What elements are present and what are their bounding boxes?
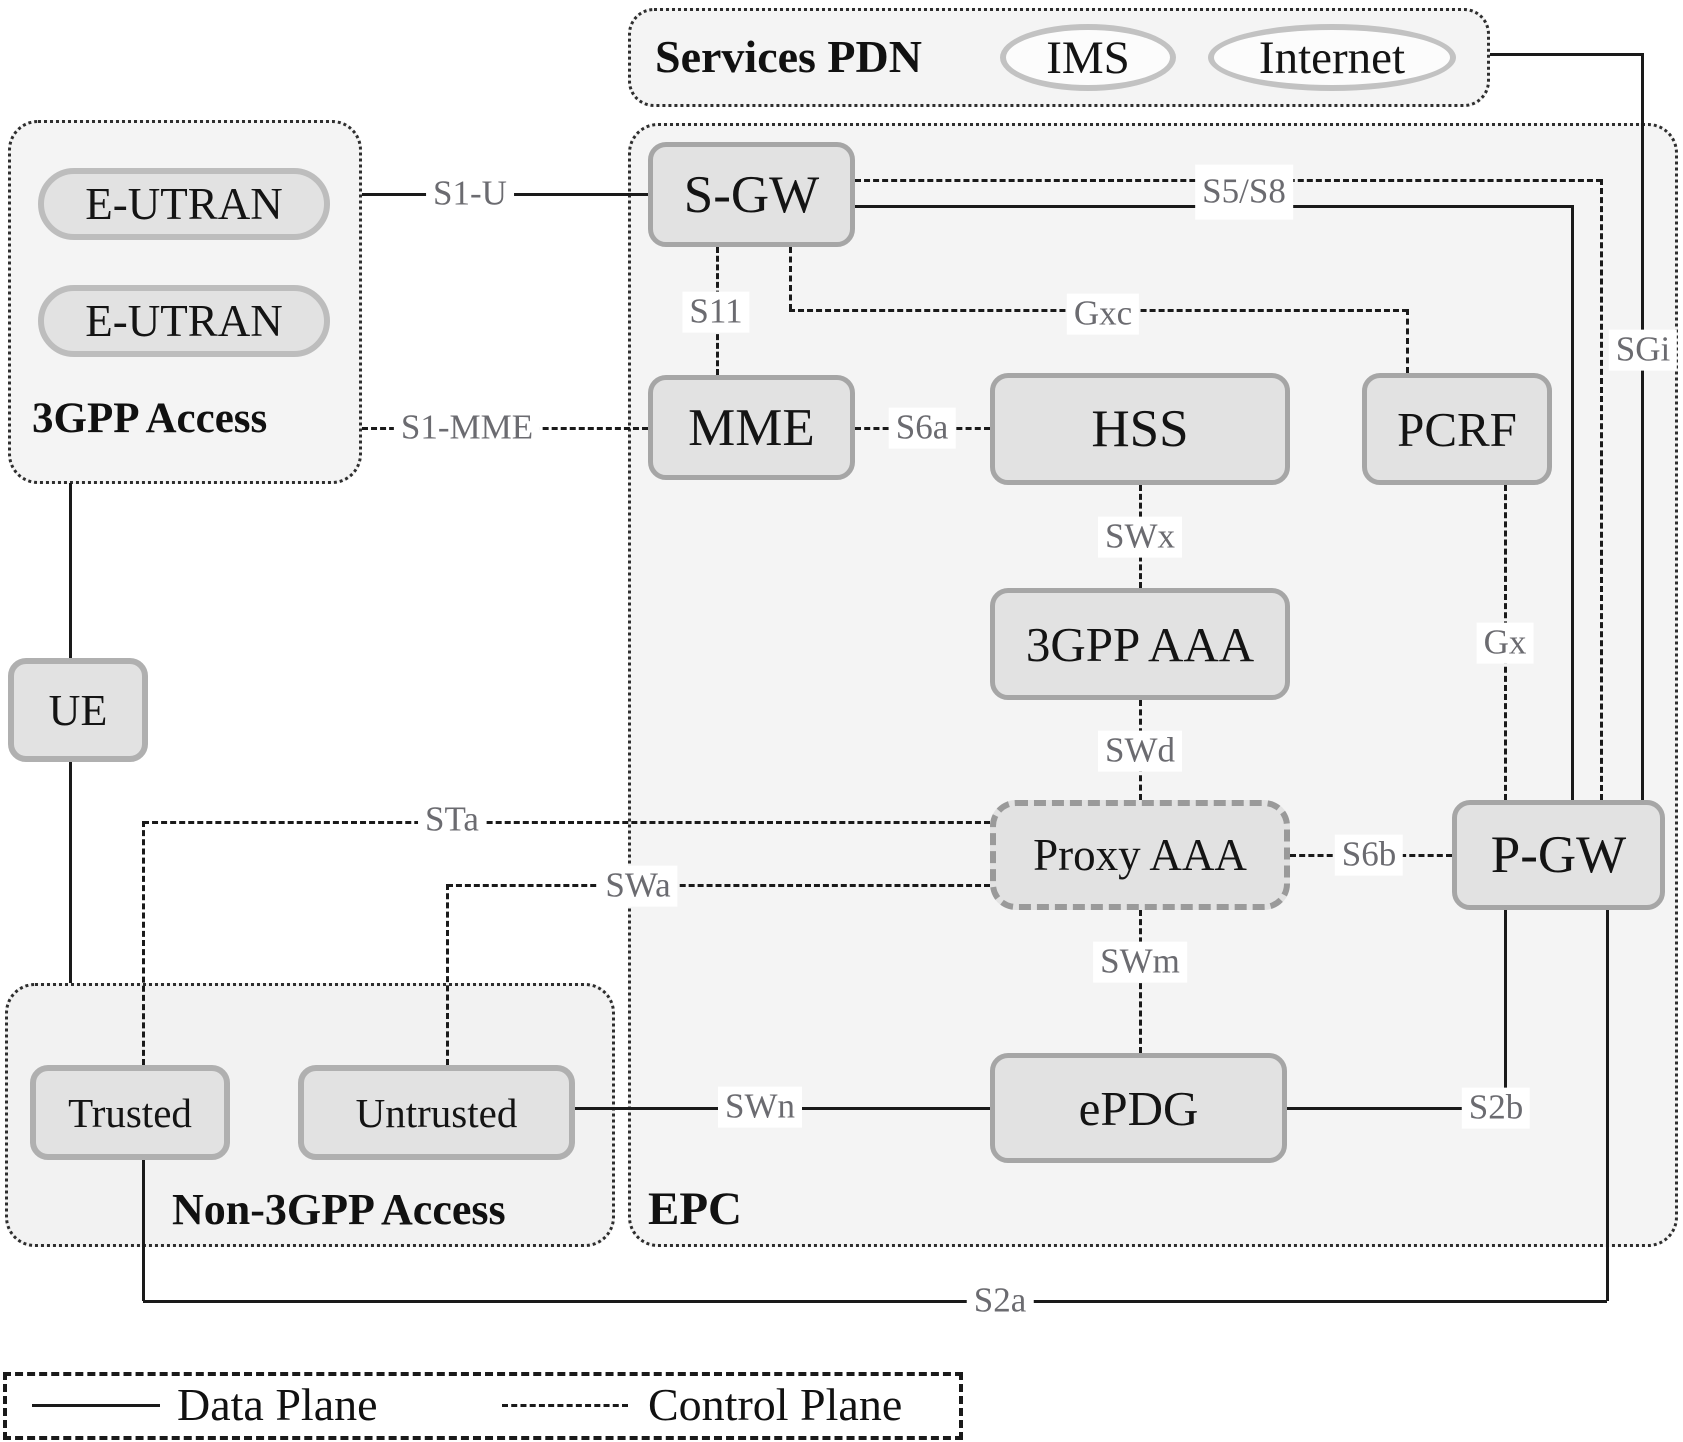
legend-data-plane-label: Data Plane <box>177 1379 378 1430</box>
legend-control-plane-sample <box>502 1404 628 1407</box>
hss-node: HSS <box>990 373 1290 485</box>
proxy-aaa-node: Proxy AAA <box>990 800 1290 910</box>
untrusted-node: Untrusted <box>298 1065 575 1160</box>
swa-line-h <box>447 884 990 887</box>
eutran-node-1: E-UTRAN <box>38 168 330 240</box>
sgw-pgw-solid-line-v <box>1571 205 1574 800</box>
gx-label: Gx <box>1476 622 1534 664</box>
sgi-line-v <box>1641 53 1644 800</box>
swa-line-v <box>446 884 449 1065</box>
gxc-line-v1 <box>789 247 792 310</box>
swa-label: SWa <box>598 865 678 907</box>
legend-data-plane-sample <box>32 1404 160 1407</box>
internet-ellipse: Internet <box>1208 24 1456 91</box>
s2a-line-v-right <box>1606 910 1609 1301</box>
s6a-label: S6a <box>888 407 956 449</box>
mme-node: MME <box>648 375 855 480</box>
swd-label: SWd <box>1098 730 1182 772</box>
s2b-line-v <box>1504 910 1507 1108</box>
gxc-label: Gxc <box>1066 293 1140 335</box>
legend-control-plane-label: Control Plane <box>648 1379 903 1430</box>
s2b-label: S2b <box>1461 1087 1531 1129</box>
ims-ellipse: IMS <box>1000 24 1176 91</box>
non-3gpp-access-label: Non-3GPP Access <box>172 1185 506 1234</box>
s1mme-label: S1-MME <box>393 407 541 449</box>
3gpp-access-label: 3GPP Access <box>32 395 268 442</box>
sta-line-v <box>142 821 145 1065</box>
swn-label: SWn <box>718 1086 802 1128</box>
sgi-line-h <box>1490 53 1643 56</box>
swm-label: SWm <box>1093 941 1187 983</box>
legend-box <box>3 1372 963 1440</box>
sgi-label: SGi <box>1608 329 1678 371</box>
pgw-node: P-GW <box>1452 800 1665 910</box>
3gpp-aaa-node: 3GPP AAA <box>990 588 1290 700</box>
s2a-line-h <box>143 1300 1607 1303</box>
ue-node: UE <box>8 658 148 762</box>
gxc-line-v2 <box>1406 309 1409 373</box>
pcrf-node: PCRF <box>1362 373 1552 485</box>
s1u-label: S1-U <box>426 173 514 215</box>
swx-label: SWx <box>1098 516 1182 558</box>
s5s8-line-v <box>1600 179 1603 800</box>
s2a-label: S2a <box>966 1280 1034 1322</box>
s2a-line-v-left <box>142 1160 145 1301</box>
ue-3gpp-line <box>69 483 72 658</box>
eutran-node-2: E-UTRAN <box>38 285 330 357</box>
ue-non3gpp-line <box>69 762 72 983</box>
s5s8-label: S5/S8 <box>1195 164 1293 220</box>
trusted-node: Trusted <box>30 1065 230 1160</box>
s2b-line-h <box>1287 1107 1505 1110</box>
services-pdn-label: Services PDN <box>655 31 922 82</box>
epc-label: EPC <box>648 1183 742 1235</box>
sta-line-h <box>143 821 990 824</box>
epdg-node: ePDG <box>990 1053 1287 1163</box>
s6b-label: S6b <box>1334 834 1404 876</box>
s11-label: S11 <box>682 291 750 333</box>
sta-label: STa <box>418 799 486 841</box>
sgw-node: S-GW <box>648 142 855 247</box>
